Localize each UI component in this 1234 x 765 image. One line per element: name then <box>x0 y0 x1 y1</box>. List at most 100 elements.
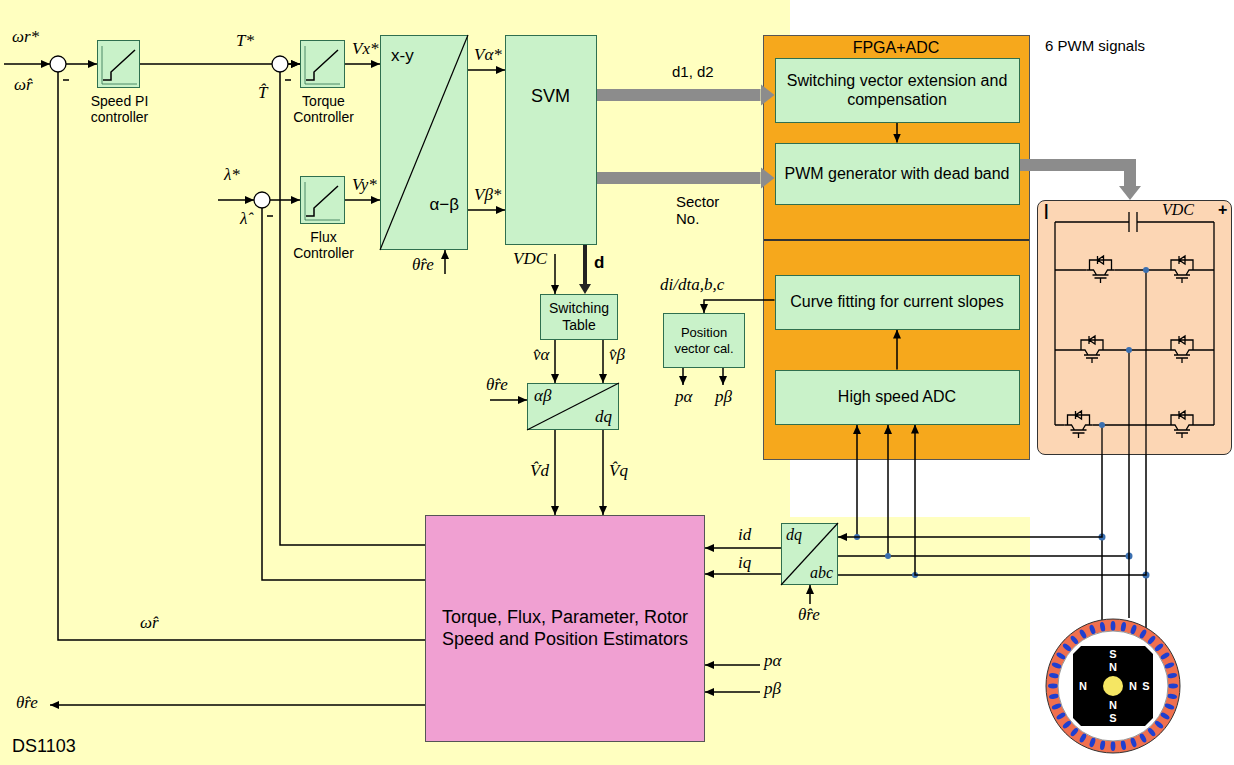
node-text: Position vector cal. <box>672 325 736 356</box>
node-text: Switching vector extension and compensat… <box>784 71 1011 109</box>
phase-wire <box>838 574 915 576</box>
inverter: |VDC+ <box>1037 200 1232 455</box>
position-vector-block: Position vector cal. <box>663 313 745 368</box>
summing-junction <box>272 56 288 72</box>
signal-label: pβ <box>764 680 781 699</box>
connector <box>602 430 604 515</box>
node-text: S <box>1109 712 1116 725</box>
signal-label: ωr* <box>12 28 39 47</box>
flux-reference-wire <box>218 199 254 201</box>
signal-label: T̂ <box>258 84 267 103</box>
connector <box>705 573 781 575</box>
speed-pi-controller: Speed PI controller <box>97 40 140 88</box>
node-text: High speed ADC <box>838 387 956 406</box>
edge-label: 6 PWM signals <box>1045 38 1145 55</box>
node-text: Torque Controller <box>285 93 362 125</box>
adc-tap-wire <box>856 425 858 537</box>
node-text: Flux Controller <box>285 229 362 261</box>
node-text: S <box>1109 648 1116 661</box>
connector <box>345 199 380 201</box>
signal-label: pβ <box>715 388 732 407</box>
svm-block: SVM <box>505 35 597 245</box>
signal-label: λ̂ <box>240 210 247 229</box>
position-output-wire <box>722 368 724 385</box>
signal-label: T* <box>236 32 254 51</box>
connector <box>58 64 425 640</box>
signal-label: ω̂r <box>140 614 159 633</box>
angle-output-wire <box>50 704 425 706</box>
node-text: VDC <box>1162 201 1194 219</box>
node-text: FPGA+ADC <box>764 39 1028 57</box>
position-output-wire <box>682 368 684 385</box>
edge-label: v̂β <box>609 346 625 365</box>
edge-label: Vx* <box>352 40 378 59</box>
position-input-wire <box>705 691 760 693</box>
node-text: N <box>1129 680 1137 693</box>
connector <box>1128 455 1130 618</box>
motor-illustration <box>1045 618 1181 754</box>
node-text: N <box>1109 661 1117 674</box>
inverter-bridge <box>1037 200 1232 455</box>
pi-controller-symbol <box>97 40 140 88</box>
phase-wire <box>1145 575 1147 628</box>
connector <box>915 425 1146 576</box>
edge-label: iq <box>738 554 751 573</box>
edge-label: v̂α <box>533 346 549 365</box>
edge-label: d <box>594 254 604 273</box>
signal-label: θ̂re <box>16 694 38 713</box>
summing-junction <box>50 56 66 72</box>
edge-label: Sector No. <box>676 194 734 227</box>
phase-wire <box>838 555 1129 557</box>
dq-abc-transform: dqabc <box>781 523 838 585</box>
angle-input-wire <box>809 585 811 604</box>
summing-junction <box>254 192 270 208</box>
position-input-wire <box>705 664 760 666</box>
pi-controller-symbol <box>300 176 345 224</box>
signal-label: ω̂r <box>14 76 33 95</box>
junction-dot <box>885 553 891 559</box>
edge-label: di/dta,b,c <box>660 276 724 295</box>
flux-controller: Flux Controller <box>300 176 345 224</box>
connector <box>597 172 761 184</box>
connector <box>554 430 556 515</box>
node-text: Speed PI controller <box>72 93 167 125</box>
speed-reference-wire <box>4 63 50 65</box>
node-text: αβ <box>534 386 551 406</box>
fpga-process-box: PWM generator with dead band <box>775 143 1020 205</box>
node-text: DS1103 <box>12 736 76 757</box>
signal-label: λ* <box>224 166 240 185</box>
switching-table: Switching Table <box>540 294 618 340</box>
node-text: Curve fitting for current slopes <box>790 292 1003 311</box>
node-text: SVM <box>506 86 595 107</box>
connector <box>280 64 425 545</box>
connector <box>468 209 505 211</box>
node-text: PWM generator with dead band <box>784 164 1009 183</box>
edge-label: Vy* <box>352 176 377 195</box>
connector <box>705 547 781 549</box>
signal-label: θ̂re <box>412 256 434 275</box>
edge-label: d1, d2 <box>672 64 714 81</box>
signal-label: θ̂re <box>798 606 820 625</box>
connector <box>583 245 587 284</box>
fpga-process-box: Switching vector extension and compensat… <box>775 58 1020 123</box>
connector <box>345 63 380 65</box>
connector <box>896 330 898 370</box>
node-text: S <box>1142 680 1149 693</box>
node-text: N <box>1109 699 1117 712</box>
angle-input-wire <box>444 250 446 274</box>
pi-controller-symbol <box>300 40 345 88</box>
angle-input-wire <box>490 399 527 401</box>
node-text: dq <box>786 526 802 544</box>
edge-label: V̂q <box>609 462 628 481</box>
transform-diagonal <box>380 35 468 250</box>
node-text: dq <box>595 407 612 427</box>
signal-label: pα <box>764 652 781 671</box>
xy-alphabeta-transform: x-yα−β <box>380 35 468 250</box>
signal-label: θ̂re <box>486 376 508 395</box>
node-text: α−β <box>429 195 459 215</box>
connector <box>468 69 505 71</box>
edge-label: Vα* <box>474 46 502 65</box>
fpga-process-box: Curve fitting for current slopes <box>775 275 1020 330</box>
connector <box>838 455 1102 537</box>
